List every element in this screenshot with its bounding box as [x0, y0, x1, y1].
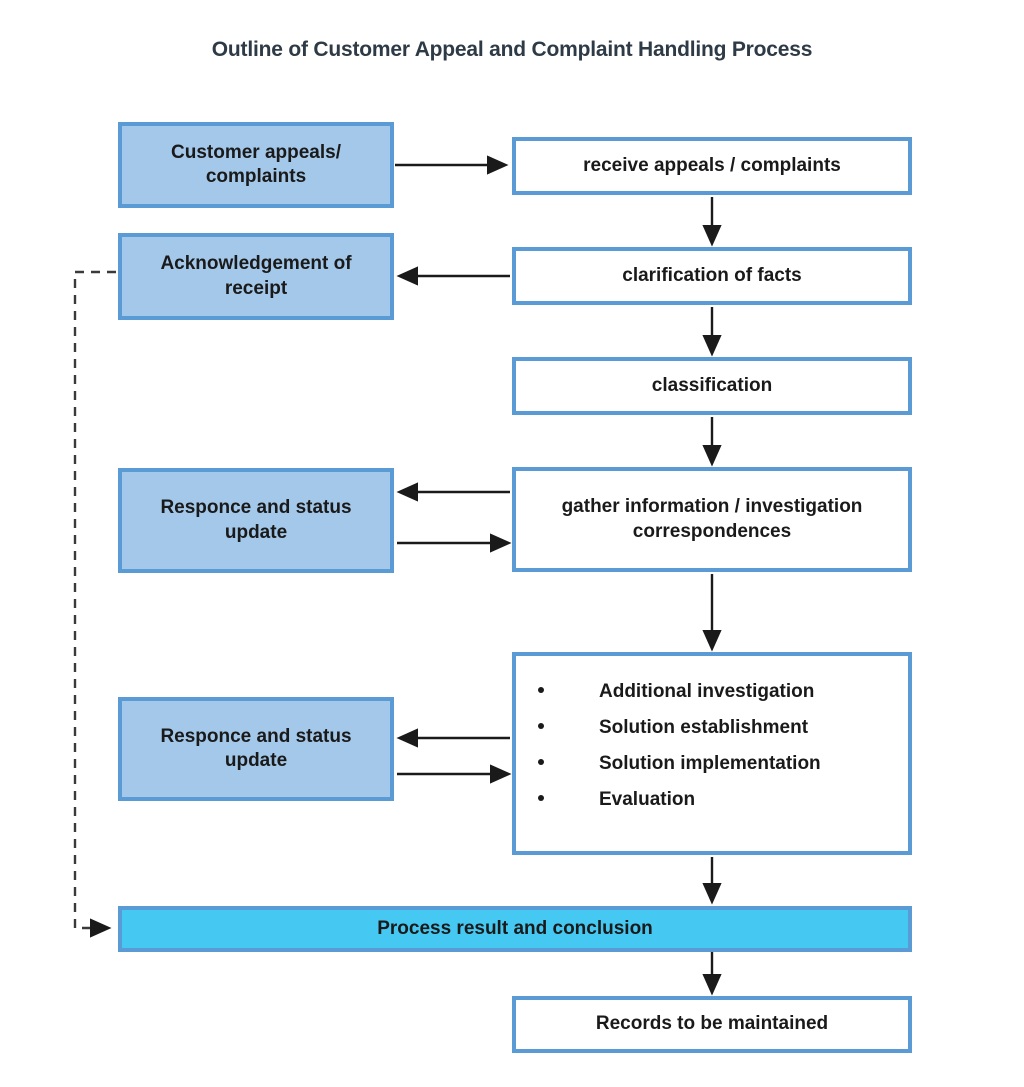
- page-title: Outline of Customer Appeal and Complaint…: [211, 38, 813, 61]
- node-process-result-and-conclusion[interactable]: Process result and conclusion: [118, 906, 912, 952]
- list-item-label: Additional investigation: [599, 681, 815, 702]
- node-clarification-label: clarification of facts: [622, 264, 802, 286]
- bullet-icon: [538, 795, 544, 801]
- investigation-steps-list: Additional investigation Solution establ…: [516, 656, 821, 826]
- node-response-status-update-1[interactable]: Responce and status update: [118, 468, 394, 573]
- node-clarification-of-facts[interactable]: clarification of facts: [512, 247, 912, 305]
- node-response-status-update-2[interactable]: Responce and status update: [118, 697, 394, 801]
- list-item: Evaluation: [538, 790, 821, 826]
- node-classification-label: classification: [651, 374, 773, 396]
- node-records-to-be-maintained[interactable]: Records to be maintained: [512, 996, 912, 1053]
- list-item-label: Solution implementation: [599, 753, 821, 774]
- list-item: Solution implementation: [538, 754, 821, 790]
- node-records-label: Records to be maintained: [595, 1013, 829, 1035]
- node-customer-appeals[interactable]: Customer appeals/ complaints: [118, 122, 394, 208]
- node-response-update-1-label: Responce and status update: [160, 497, 352, 543]
- bullet-icon: [538, 723, 544, 729]
- node-receive-appeals-complaints[interactable]: receive appeals / complaints: [512, 137, 912, 195]
- node-gather-label: gather information / investigation corre…: [561, 496, 863, 542]
- list-item-label: Solution establishment: [599, 717, 809, 738]
- list-item-label: Evaluation: [599, 789, 696, 810]
- list-item: Additional investigation: [538, 682, 821, 718]
- node-response-update-2-label: Responce and status update: [160, 725, 352, 771]
- node-acknowledgement-of-receipt[interactable]: Acknowledgement of receipt: [118, 233, 394, 320]
- node-process-result-label: Process result and conclusion: [377, 917, 653, 939]
- list-item: Solution establishment: [538, 718, 821, 754]
- node-investigation-steps[interactable]: Additional investigation Solution establ…: [512, 652, 912, 855]
- node-gather-information[interactable]: gather information / investigation corre…: [512, 467, 912, 572]
- bullet-icon: [538, 759, 544, 765]
- node-acknowledgement-label: Acknowledgement of receipt: [160, 253, 352, 299]
- node-receive-label: receive appeals / complaints: [583, 154, 841, 176]
- node-customer-appeals-label: Customer appeals/ complaints: [171, 141, 341, 187]
- node-classification[interactable]: classification: [512, 357, 912, 415]
- bullet-icon: [538, 687, 544, 693]
- dashed-feedback-path: [73, 270, 116, 938]
